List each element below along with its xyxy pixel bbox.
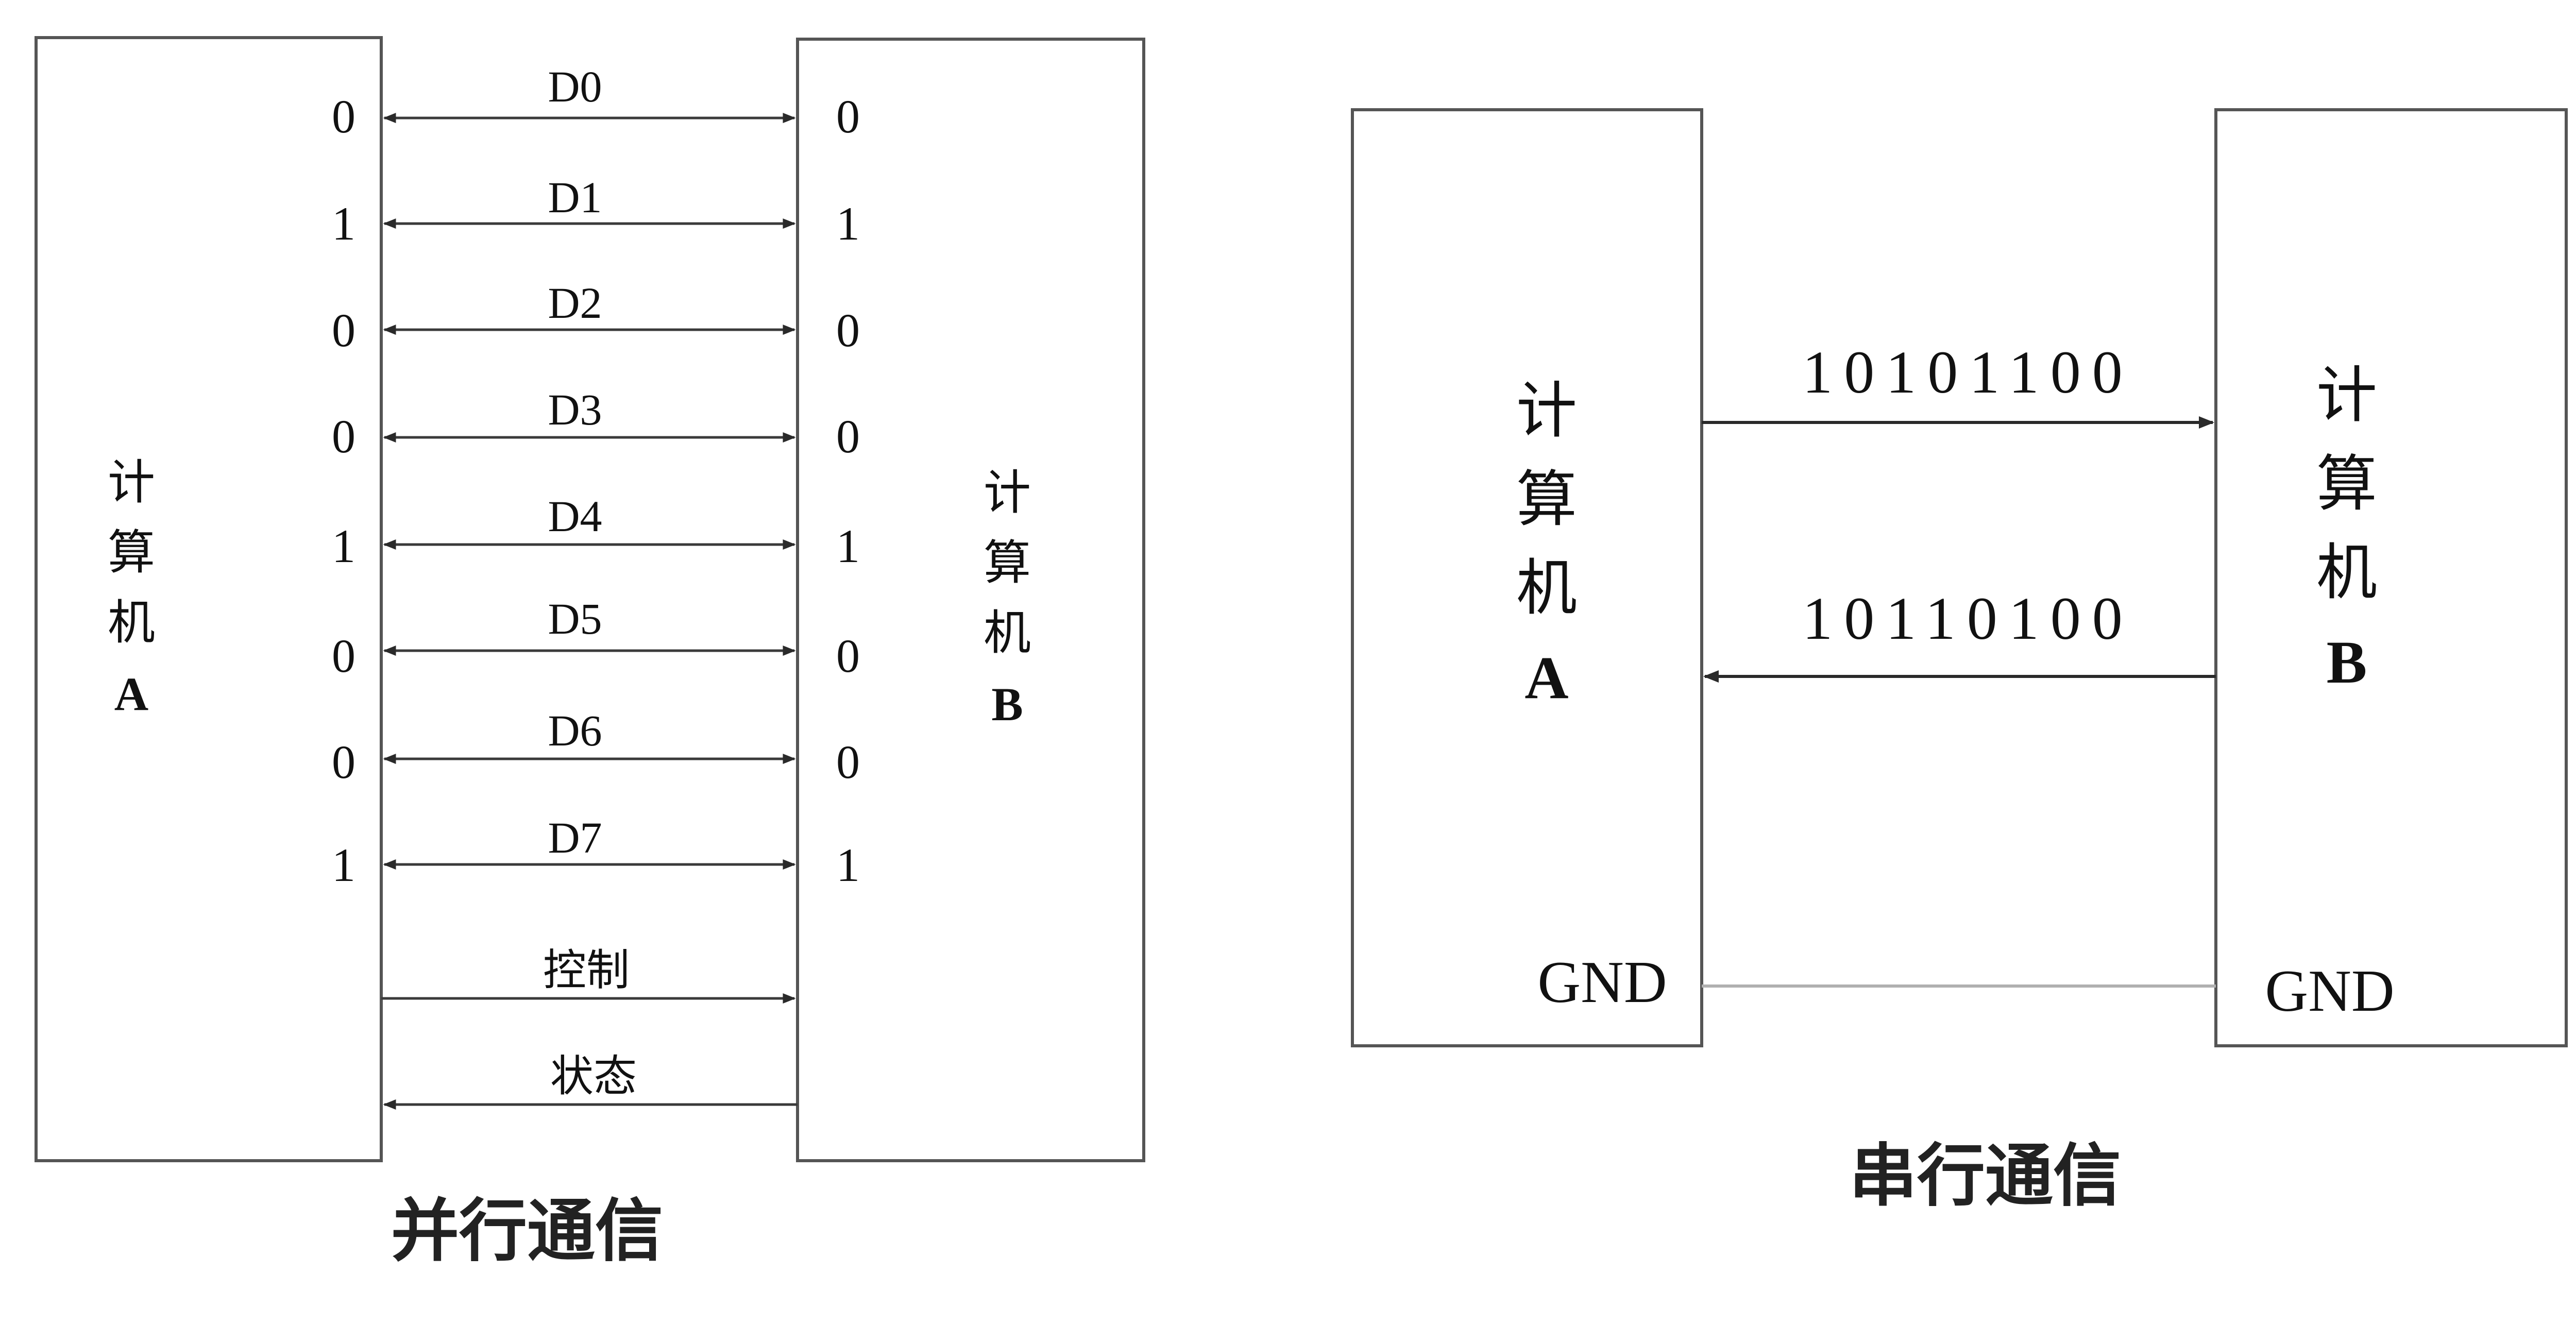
data-line: D1 1 1 <box>332 173 860 250</box>
serial-tx-line: 10101100 <box>1702 338 2214 429</box>
control-line: 控制 <box>381 945 796 1004</box>
data-line-label: D0 <box>548 62 602 111</box>
parallel-b-char-2: 算 <box>984 535 1031 590</box>
data-line: D3 0 0 <box>332 385 860 463</box>
serial-a-char-4: A <box>1524 644 1568 711</box>
rx-bits: 10110100 <box>1802 585 2134 652</box>
parallel-a-char-3: 机 <box>108 595 155 650</box>
data-line: D0 0 0 <box>332 62 860 143</box>
bit-b: 0 <box>836 630 860 682</box>
bit-b: 0 <box>836 90 860 143</box>
data-line-label: D2 <box>548 278 602 328</box>
parallel-b-char-1: 计 <box>984 465 1031 520</box>
gnd-label-b: GND <box>2265 958 2394 1024</box>
parallel-a-char-4: A <box>114 668 148 720</box>
data-line: D2 0 0 <box>332 278 860 357</box>
serial-b-char-3: 机 <box>2316 537 2377 608</box>
serial-b-char-2: 算 <box>2316 448 2377 519</box>
serial-computer-a-box <box>1351 108 1703 1047</box>
parallel-communication: 计 算 机 A 计 算 机 B D0 0 0 D1 1 1 D2 0 0 <box>35 36 1145 1271</box>
data-line-label: D7 <box>548 813 602 862</box>
bit-a: 0 <box>332 90 355 143</box>
parallel-a-char-1: 计 <box>108 455 155 510</box>
parallel-b-char-4: B <box>991 678 1023 731</box>
status-line: 状态 <box>383 1051 798 1110</box>
bit-b: 1 <box>836 520 860 572</box>
data-line: D7 1 1 <box>332 813 860 891</box>
serial-caption: 串行通信 <box>1849 1136 2121 1216</box>
parallel-b-char-3: 机 <box>984 605 1031 660</box>
serial-a-char-1: 计 <box>1516 375 1577 446</box>
parallel-computer-b-box <box>796 38 1145 1162</box>
data-line: D6 0 0 <box>332 706 860 788</box>
parallel-caption: 并行通信 <box>391 1192 663 1271</box>
serial-b-char-1: 计 <box>2316 360 2377 431</box>
bit-b: 0 <box>836 410 860 463</box>
serial-computer-b-label: 计 算 机 B <box>2316 360 2377 696</box>
bit-a: 0 <box>332 736 355 788</box>
bit-a: 0 <box>332 410 355 463</box>
serial-computer-a-label: 计 算 机 A <box>1516 375 1577 711</box>
control-label: 控制 <box>543 945 630 995</box>
serial-rx-line: 10110100 <box>1703 585 2216 683</box>
data-line-label: D3 <box>548 385 602 434</box>
serial-communication: 计 算 机 A 计 算 机 B 10101100 10110100 GND GN… <box>1351 108 2568 1216</box>
data-line-label: D1 <box>548 173 602 222</box>
data-line-label: D4 <box>548 491 602 541</box>
bit-a: 1 <box>332 839 355 891</box>
tx-bits: 10101100 <box>1802 338 2134 406</box>
bit-b: 0 <box>836 304 860 357</box>
serial-b-char-4: B <box>2327 629 2367 696</box>
bit-b: 1 <box>836 197 860 250</box>
data-line-label: D6 <box>548 706 602 755</box>
gnd-label-a: GND <box>1537 949 1667 1015</box>
serial-a-char-2: 算 <box>1516 464 1577 535</box>
data-line-label: D5 <box>548 594 602 643</box>
serial-a-char-3: 机 <box>1516 552 1577 623</box>
data-line: D4 1 1 <box>332 491 860 572</box>
status-label: 状态 <box>550 1051 637 1101</box>
serial-computer-b-box <box>2214 108 2568 1047</box>
bit-a: 1 <box>332 520 355 572</box>
bit-b: 0 <box>836 736 860 788</box>
data-line: D5 0 0 <box>332 594 860 682</box>
bit-a: 1 <box>332 197 355 250</box>
bit-b: 1 <box>836 839 860 891</box>
bit-a: 0 <box>332 304 355 357</box>
parallel-computer-b-label: 计 算 机 B <box>984 465 1031 731</box>
bit-a: 0 <box>332 630 355 682</box>
parallel-computer-a-box <box>35 36 383 1162</box>
ground-line: GND GND <box>1537 949 2394 1024</box>
parallel-computer-a-label: 计 算 机 A <box>108 455 155 720</box>
parallel-a-char-2: 算 <box>108 525 155 580</box>
